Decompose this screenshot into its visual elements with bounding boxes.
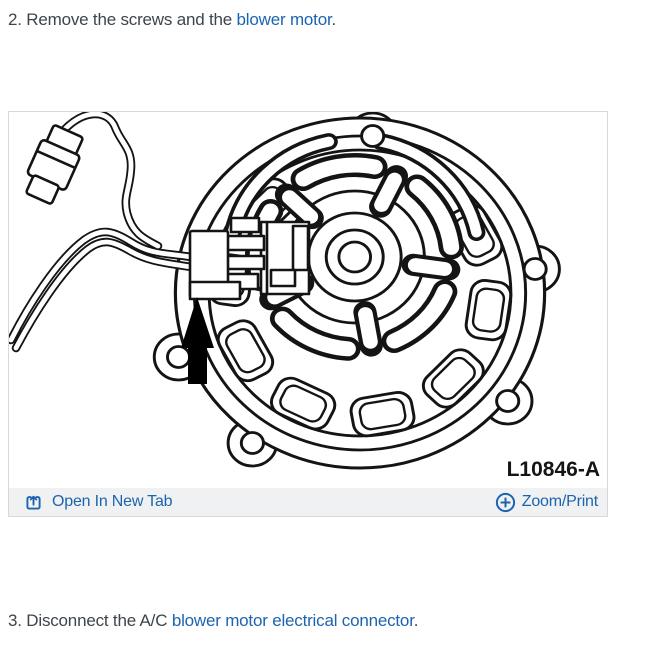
motor-assembly bbox=[152, 112, 561, 470]
open-in-new-tab-icon bbox=[26, 495, 41, 510]
blower-motor-connector-link[interactable]: blower motor electrical connector bbox=[171, 611, 414, 630]
motor-hub bbox=[224, 133, 486, 361]
open-in-new-tab-button[interactable]: Open In New Tab bbox=[25, 493, 173, 511]
blower-motor-link[interactable]: blower motor bbox=[236, 10, 332, 29]
step-2-instruction: 2. Remove the screws and the blower moto… bbox=[8, 10, 336, 30]
step-2-prefix: 2. Remove the screws and the bbox=[8, 10, 237, 29]
step-3-instruction: 3. Disconnect the A/C blower motor elect… bbox=[8, 611, 418, 631]
step-2-suffix: . bbox=[331, 10, 336, 29]
open-in-new-tab-label: Open In New Tab bbox=[52, 493, 173, 510]
pointer-arrow bbox=[181, 297, 214, 384]
zoom-print-label: Zoom/Print bbox=[521, 493, 598, 510]
step-3-prefix: 3. Disconnect the A/C bbox=[8, 611, 172, 630]
circle-plus-icon bbox=[495, 492, 515, 512]
wiring-harness bbox=[9, 112, 196, 353]
figure-toolbar: Open In New Tab Zoom/Print bbox=[9, 488, 607, 516]
electrical-connector bbox=[188, 216, 311, 301]
zoom-print-button[interactable]: Zoom/Print bbox=[495, 492, 598, 513]
step-3-suffix: . bbox=[413, 611, 419, 630]
figure-viewer: L10846-A Open In New Tab Zoom/Print bbox=[8, 111, 608, 517]
part-number-label: L10846-A bbox=[507, 458, 600, 481]
harness-plug bbox=[25, 124, 84, 205]
blower-motor-diagram: L10846-A bbox=[9, 112, 600, 481]
